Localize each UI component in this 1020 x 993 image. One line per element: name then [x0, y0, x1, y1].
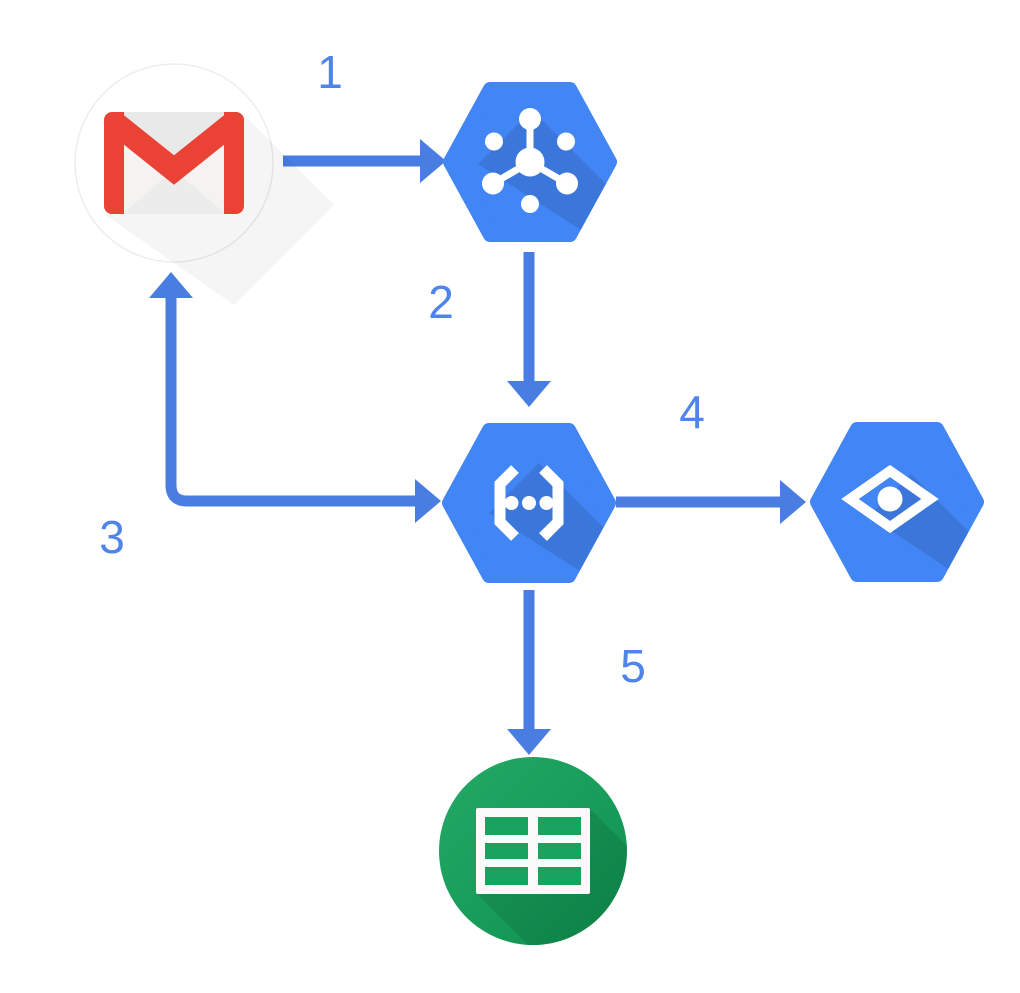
edge-2-shaft — [523, 252, 535, 382]
edge-5-arrowhead — [507, 729, 551, 755]
edge-1-shaft — [283, 155, 421, 167]
pubsub-lower-left-circle — [482, 172, 504, 195]
gmail-node — [74, 63, 334, 305]
edge-4-shaft — [616, 496, 781, 508]
edge-2-label: 2 — [428, 276, 454, 328]
google-sheets-icon — [476, 808, 590, 894]
cloud-functions-node — [442, 423, 617, 583]
edge-4-arrow — [616, 480, 806, 524]
functions-right-bracket — [539, 465, 564, 541]
edge-3-arrowhead-up — [149, 272, 193, 298]
pubsub-upper-left-dot — [485, 132, 503, 151]
gmail-chevron — [106, 113, 242, 185]
sheets-table-row-divider-1 — [485, 835, 581, 843]
edge-5-label: 5 — [620, 640, 646, 692]
gmail-envelope-crease — [122, 170, 226, 214]
sheets-table-col-divider — [528, 817, 538, 885]
cloud-functions-icon — [494, 465, 564, 541]
gmail-right-bar — [224, 112, 244, 214]
vision-diamond — [841, 464, 939, 534]
edge-1-arrow — [283, 139, 446, 183]
pubsub-lower-right-circle — [556, 172, 578, 195]
functions-left-bracket — [494, 465, 519, 541]
cloud-pubsub-icon — [482, 108, 578, 213]
edge-2-arrow — [507, 252, 551, 407]
gmail-envelope-flap — [104, 112, 244, 170]
edge-5-arrow — [507, 590, 551, 755]
functions-dot-right — [539, 496, 554, 510]
gmail-icon — [104, 112, 244, 214]
edge-3-arrowhead-right — [415, 479, 441, 523]
sheets-table-row-divider-2 — [485, 859, 581, 867]
gmail-left-bar — [104, 112, 124, 214]
cloud-vision-node — [810, 422, 985, 582]
functions-dot-left — [504, 496, 519, 510]
edge-3-label: 3 — [99, 511, 125, 563]
edge-4-label: 4 — [679, 386, 705, 438]
edge-1-arrowhead — [420, 139, 446, 183]
edge-4-arrowhead — [780, 480, 806, 524]
vision-pupil — [877, 486, 903, 512]
edge-3-shaft — [165, 296, 417, 507]
functions-dot-center — [522, 496, 536, 510]
edge-5-shaft — [523, 590, 535, 729]
pubsub-center-circle — [515, 147, 545, 177]
cloud-pubsub-node — [443, 82, 618, 242]
pubsub-top-circle — [519, 108, 541, 130]
edge-2-arrowhead — [507, 381, 551, 407]
edge-3-arrow — [149, 272, 441, 523]
pubsub-bottom-dot — [521, 195, 539, 213]
pubsub-upper-right-dot — [557, 132, 575, 151]
google-sheets-node — [439, 757, 627, 945]
edge-1-label: 1 — [317, 46, 343, 98]
cloud-vision-icon — [841, 464, 939, 534]
